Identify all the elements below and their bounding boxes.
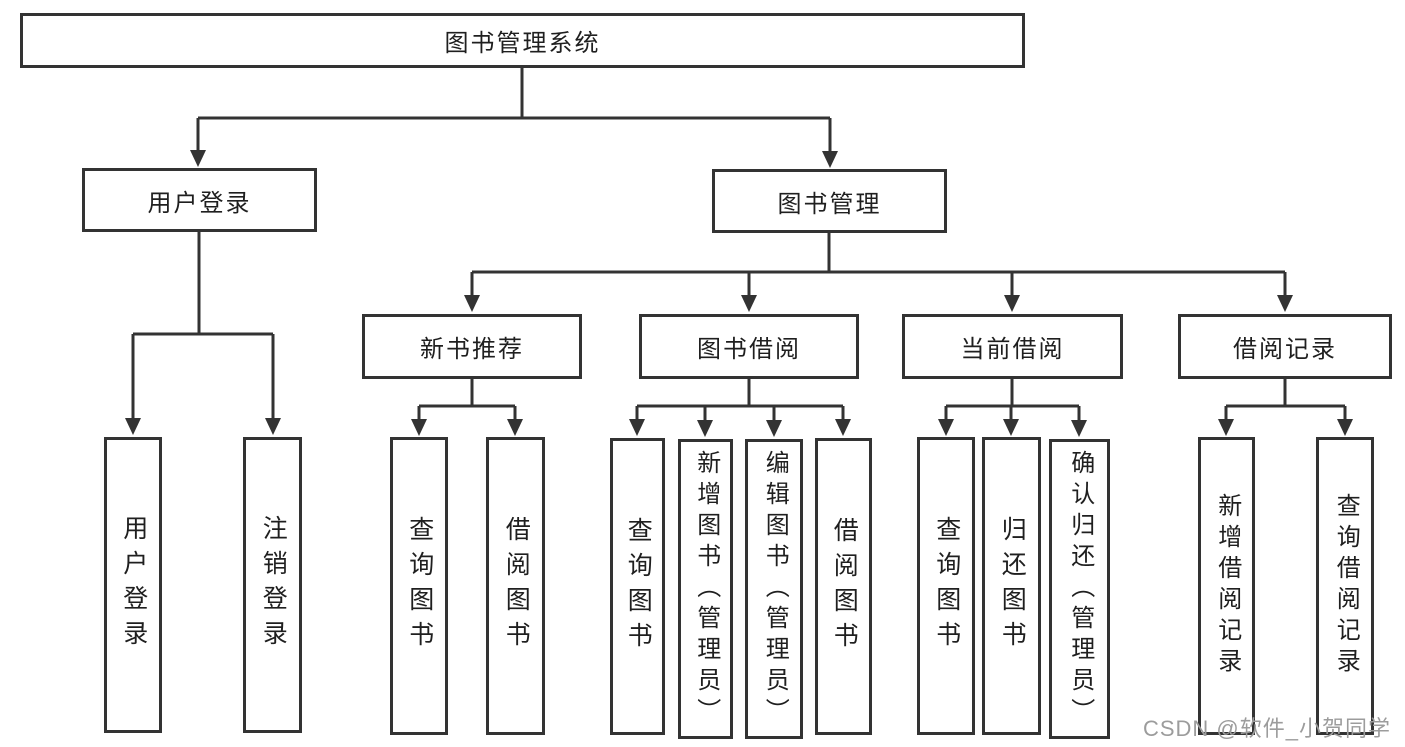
leaf-borrowing-add-book-admin-label: 新增图书（管理员）: [692, 449, 720, 729]
node-borrowing-records-label: 借阅记录: [1233, 336, 1337, 363]
leaf-borrowing-query-books-label: 查询图书: [624, 516, 653, 657]
leaf-records-add-record: 新增借阅记录: [1198, 437, 1255, 735]
leaf-current-confirm-return-admin-label: 确认归还（管理员）: [1066, 449, 1094, 729]
leaf-borrowing-edit-book-admin: 编辑图书（管理员）: [745, 439, 803, 739]
leaf-records-query-record: 查询借阅记录: [1316, 437, 1374, 735]
leaf-borrowing-add-book-admin: 新增图书（管理员）: [678, 439, 733, 739]
node-book-borrowing-label: 图书借阅: [697, 336, 801, 363]
leaf-newbook-query-books-label: 查询图书: [405, 516, 434, 656]
leaf-records-query-record-label: 查询借阅记录: [1332, 493, 1360, 679]
leaf-newbook-query-books: 查询图书: [390, 437, 448, 735]
leaf-borrowing-edit-book-admin-label: 编辑图书（管理员）: [761, 449, 789, 729]
node-current-borrowing: 当前借阅: [902, 314, 1123, 379]
leaf-logout-label: 注销登录: [259, 515, 288, 655]
leaf-current-confirm-return-admin: 确认归还（管理员）: [1049, 439, 1110, 739]
node-current-borrowing-label: 当前借阅: [960, 336, 1065, 363]
leaf-borrowing-borrow-books-label: 借阅图书: [830, 516, 859, 657]
csdn-watermark: CSDN @软件_小贺同学: [1142, 716, 1391, 741]
node-book-management: 图书管理: [712, 169, 947, 233]
leaf-borrowing-query-books: 查询图书: [610, 438, 665, 735]
leaf-newbook-borrow-books-label: 借阅图书: [502, 516, 531, 656]
node-borrowing-records: 借阅记录: [1178, 314, 1392, 379]
leaf-records-add-record-label: 新增借阅记录: [1213, 493, 1241, 679]
leaf-borrowing-borrow-books: 借阅图书: [815, 438, 872, 735]
leaf-user-login-label: 用户登录: [119, 515, 148, 655]
leaf-user-login: 用户登录: [104, 437, 162, 733]
leaf-current-query-books-label: 查询图书: [932, 516, 961, 656]
leaf-newbook-borrow-books: 借阅图书: [486, 437, 545, 735]
node-user-login-label: 用户登录: [147, 189, 252, 217]
node-book-borrowing: 图书借阅: [639, 314, 859, 379]
node-new-book-recommend: 新书推荐: [362, 314, 582, 379]
node-book-management-label: 图书管理: [777, 190, 882, 218]
node-user-login: 用户登录: [82, 168, 317, 232]
leaf-current-query-books: 查询图书: [917, 437, 975, 735]
leaf-current-return-books: 归还图书: [982, 437, 1041, 735]
node-new-book-recommend-label: 新书推荐: [420, 336, 524, 363]
leaf-logout: 注销登录: [243, 437, 302, 733]
node-root: 图书管理系统: [20, 13, 1025, 68]
leaf-current-return-books-label: 归还图书: [998, 516, 1027, 656]
node-root-label: 图书管理系统: [444, 30, 601, 57]
